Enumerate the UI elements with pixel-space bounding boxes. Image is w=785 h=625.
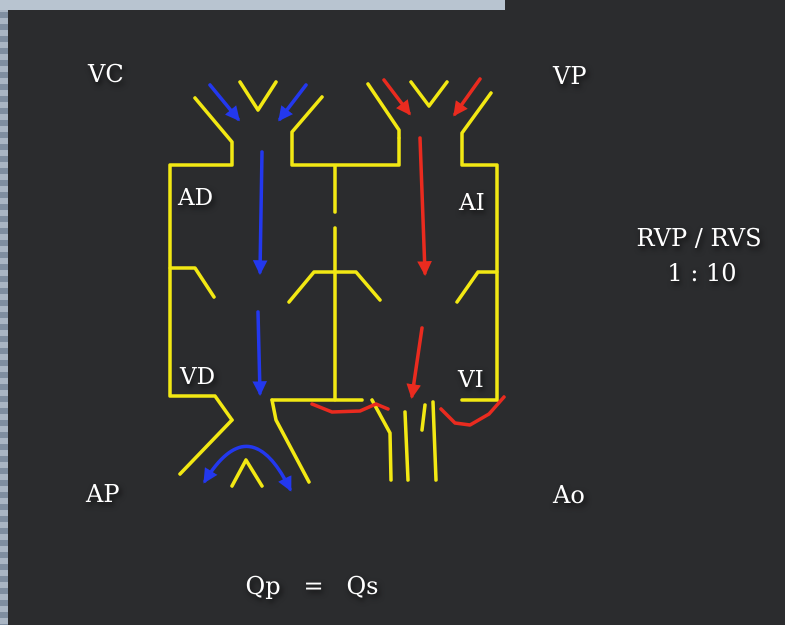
label-ao: Ao — [552, 481, 585, 509]
pulmonary-vein-right-wall — [462, 93, 497, 400]
blue-arrow-ventricle — [258, 312, 260, 393]
ratio-value: 1 : 10 — [667, 259, 736, 287]
label-vp: VP — [552, 62, 586, 90]
aorta-left-tube — [372, 400, 391, 480]
blue-arrow-atrium — [260, 152, 262, 272]
label-ap: AP — [85, 480, 119, 508]
ratio-title: RVP / RVS — [636, 224, 761, 252]
blue-arrow-vc-left — [210, 85, 238, 119]
label-vc: VC — [87, 60, 124, 88]
label-vi: VI — [457, 367, 484, 393]
flow-equation: Qp = Qs — [246, 572, 379, 600]
vena-cava-inner-v — [240, 82, 276, 110]
aortic-tube-right — [422, 405, 425, 430]
label-ai: AI — [458, 190, 485, 216]
label-ad: AD — [177, 185, 213, 211]
pulmonary-artery-left — [180, 420, 232, 474]
red-arrow-vp-right — [455, 79, 480, 114]
red-arrow-atrium — [420, 138, 425, 273]
mitral-valve-right — [457, 272, 497, 302]
red-arrow-ventricle — [412, 328, 422, 396]
red-arrow-vp-left — [384, 80, 409, 113]
right-heart-walls — [170, 82, 408, 486]
blue-arrow-pa-split — [205, 446, 290, 489]
aortic-tube-left — [433, 402, 436, 480]
pulmonary-vein-inner-v — [411, 82, 447, 106]
aorta-mid-tube — [405, 412, 408, 480]
pulmonary-artery-inner-v — [232, 460, 262, 486]
label-vd: VD — [179, 364, 215, 390]
blue-arrow-vc-right — [280, 85, 306, 119]
tricuspid-valve-left — [170, 268, 214, 297]
